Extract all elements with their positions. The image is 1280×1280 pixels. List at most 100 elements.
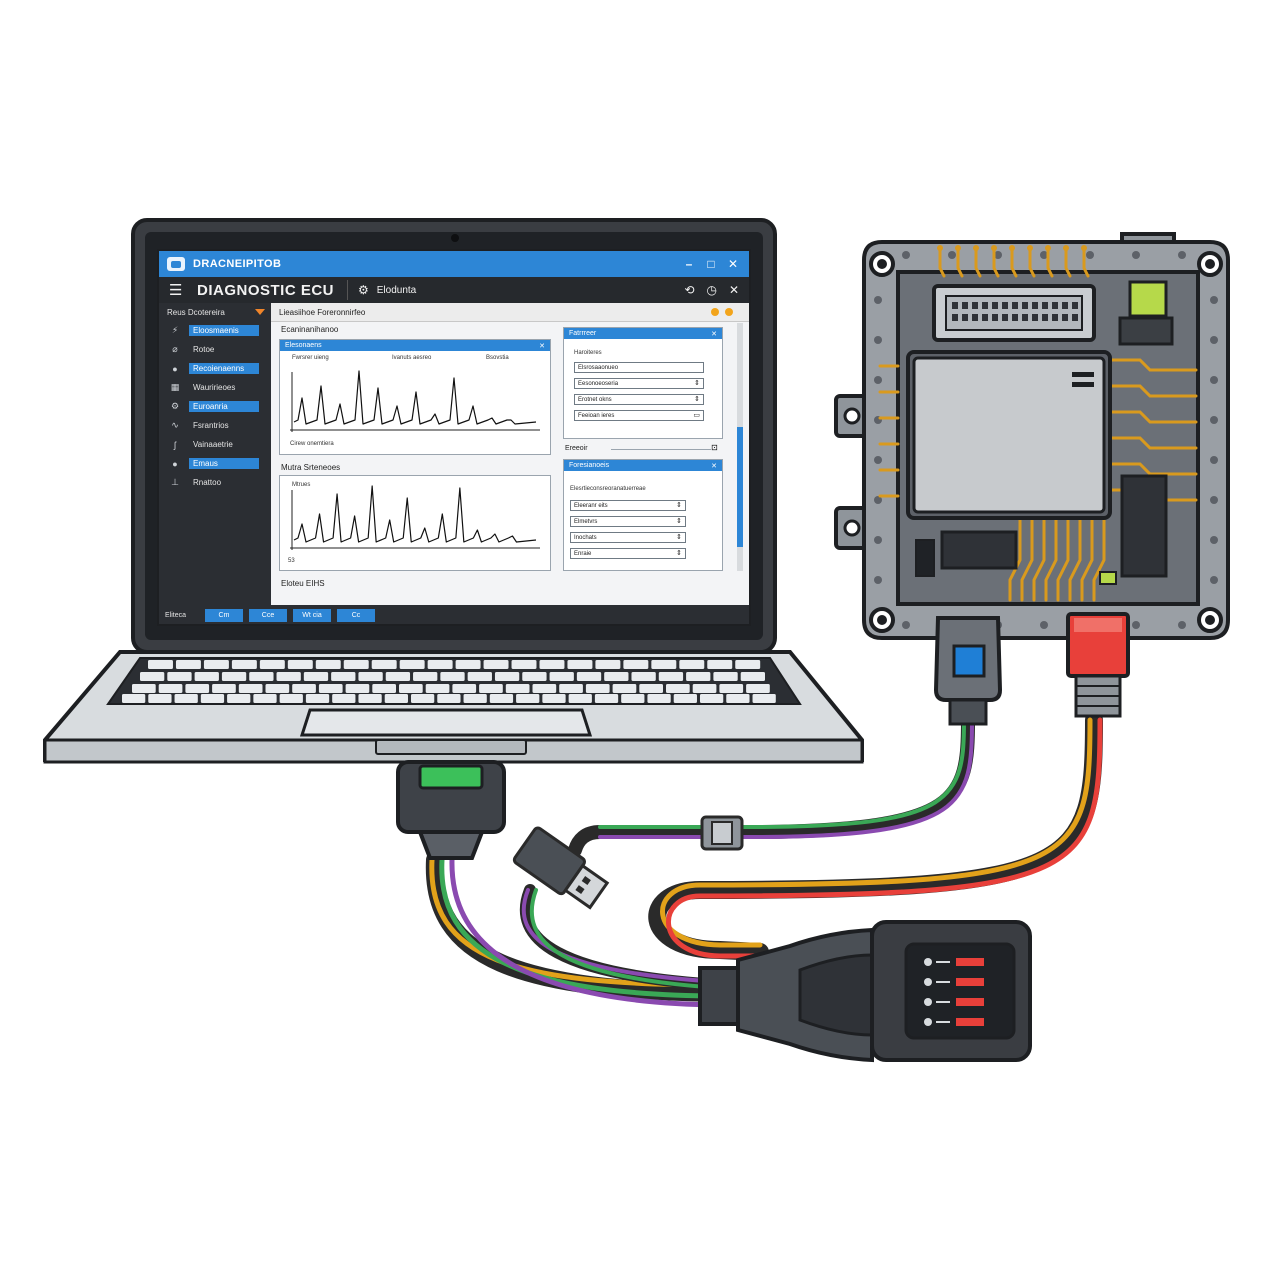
parameter-field-label: Eesonoeoseria (578, 380, 619, 387)
settings-icon[interactable]: ⚙ (358, 283, 369, 297)
keyboard-key (259, 660, 285, 669)
status-tab[interactable]: Wt cia (293, 609, 331, 622)
keyboard-key (174, 694, 198, 703)
trace (1044, 518, 1058, 602)
stepper-icon[interactable]: ⇕ (694, 396, 700, 403)
parameter-field[interactable]: Eesonoeoseria ⇕ (574, 378, 704, 389)
sidebar-item-label: Eloosmaenis (189, 325, 259, 336)
trace-pad (1063, 245, 1069, 251)
maximize-button[interactable]: □ (707, 257, 715, 271)
obd-pins (924, 958, 984, 1026)
app-close-button[interactable]: ✕ (728, 283, 739, 297)
stepper-icon[interactable]: ⇕ (676, 534, 682, 541)
close-icon[interactable]: ✕ (711, 330, 717, 338)
header-pin (1002, 314, 1008, 321)
keyboard-key (253, 694, 277, 703)
minimize-button[interactable]: – (685, 257, 693, 271)
keyboard-key (437, 694, 461, 703)
header-pin (982, 314, 988, 321)
keyboard-key (194, 672, 219, 681)
housing-rivet (1210, 336, 1218, 344)
sidebar-item[interactable]: ⚡Eloosmaenis (159, 321, 271, 340)
history-button[interactable]: ◷ (706, 283, 717, 297)
keyboard-key (331, 672, 356, 681)
menu-icon[interactable]: ☰ (169, 281, 183, 299)
header-pin (1042, 302, 1048, 309)
refresh-button[interactable]: ⟲ (684, 283, 695, 297)
trace-pad (1027, 245, 1033, 251)
header-pin (1072, 302, 1078, 309)
scrollbar-thumb[interactable] (737, 427, 743, 547)
keyboard-key (249, 672, 274, 681)
circuit-traces (878, 245, 1198, 602)
keyboard-key (427, 660, 453, 669)
trace (1082, 246, 1090, 278)
window-titlebar: DRACNEIPITOB – □ ✕ (159, 251, 749, 277)
housing-rivet (874, 496, 882, 504)
sidebar-item[interactable]: ●Recoienaenns (159, 359, 271, 378)
sidebar-item[interactable]: ∿Fsrantrios (159, 416, 271, 435)
smd-component (1099, 571, 1117, 585)
checkbox-icon[interactable]: ▭ (693, 412, 700, 419)
keyboard-key (612, 684, 637, 693)
sidebar-item[interactable]: ⊥Rnattoo (159, 473, 271, 492)
status-tab[interactable]: Cc (337, 609, 375, 622)
status-tab[interactable]: Cm (205, 609, 243, 622)
keyboard-key (292, 684, 316, 693)
ecu-connector-blue (933, 616, 1003, 726)
trace (1080, 518, 1094, 602)
app-logo-icon (167, 257, 185, 271)
side-panel-2-group-label: Elesrtieconsreoranatuerreae (570, 486, 646, 492)
parameter-field[interactable]: Feeioan ieres ▭ (574, 410, 704, 421)
sidebar-item[interactable]: ▦Wauririeoes (159, 378, 271, 397)
close-icon[interactable]: ✕ (711, 462, 717, 470)
keyboard-key (305, 694, 330, 703)
trace (1010, 246, 1018, 278)
mounting-hole-center (1205, 259, 1215, 269)
parameter-field[interactable]: Inochats⇕ (570, 532, 686, 543)
housing-rivet (1210, 456, 1218, 464)
sidebar-item[interactable]: ●Emaus (159, 454, 271, 473)
close-button[interactable]: ✕ (727, 257, 739, 271)
keyboard-key (200, 694, 225, 703)
keyboard-key (315, 660, 341, 669)
housing-rivet (874, 576, 882, 584)
close-icon[interactable]: ✕ (539, 342, 545, 350)
collapse-icon[interactable]: ⊡ (711, 443, 718, 452)
stepper-icon[interactable]: ⇕ (694, 380, 700, 387)
keyboard-key (399, 684, 423, 693)
sidebar-heading[interactable]: Reus Dcotereira (159, 303, 271, 321)
sidebar-item[interactable]: ⌀Rotoe (159, 340, 271, 359)
scrollbar[interactable] (737, 323, 743, 571)
housing-rivet (1210, 496, 1218, 504)
keyboard-key (231, 660, 257, 669)
keyboard-key (385, 672, 411, 681)
chart-panel-1: Elesonaens✕ Fwrsrer uieng Ivanuts aesreo… (279, 339, 551, 455)
keyboard-key (425, 684, 450, 693)
stepper-icon[interactable]: ⇕ (676, 550, 682, 557)
header-pin (1052, 314, 1058, 321)
divider-label: Ereeoir (565, 445, 588, 452)
ecu-connector-red (1066, 612, 1130, 718)
header-pin (962, 302, 968, 309)
trace (1110, 410, 1198, 424)
parameter-field[interactable]: Enraie⇕ (570, 548, 686, 559)
parameter-field[interactable]: Eleeranr eits⇕ (570, 500, 686, 511)
chevron-down-icon[interactable] (255, 309, 265, 315)
parameter-field[interactable]: Erotnet okns⇕ (574, 394, 704, 405)
stepper-icon[interactable]: ⇕ (676, 518, 682, 525)
parameter-field[interactable]: Elsrosaaonueo (574, 362, 704, 373)
keyboard-key (287, 660, 313, 669)
sidebar-item[interactable]: ⚙Euroanria (159, 397, 271, 416)
stepper-icon[interactable]: ⇕ (676, 502, 682, 509)
header-divider (347, 280, 348, 300)
parameter-field-label: Feeioan ieres (578, 412, 615, 419)
parameter-field[interactable]: Elmetvrs⇕ (570, 516, 686, 527)
status-tab[interactable]: Cce (249, 609, 287, 622)
keyboard-key (345, 684, 370, 693)
sidebar-item-label: Rotoe (193, 345, 215, 354)
trace-pad (991, 245, 997, 251)
keyboard-key (265, 684, 290, 693)
keyboard-key (719, 684, 744, 693)
